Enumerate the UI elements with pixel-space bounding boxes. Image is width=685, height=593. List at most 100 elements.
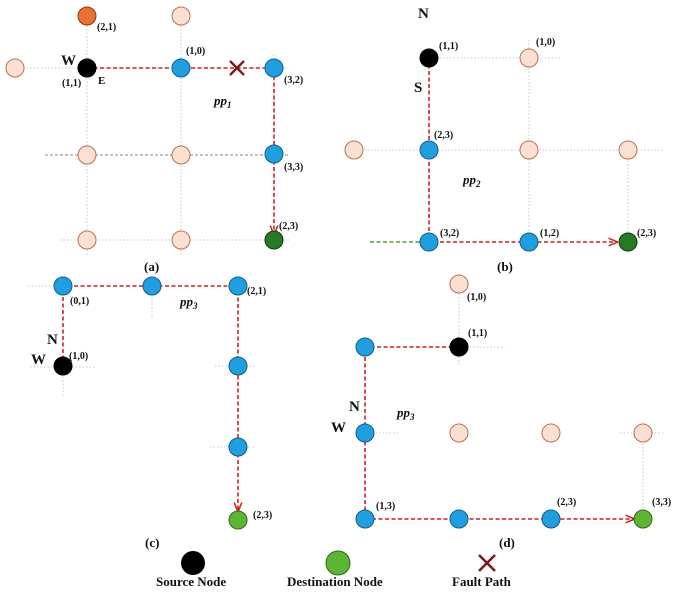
node [344,140,364,160]
node [541,423,561,443]
panel-a-grid [20,15,290,255]
node [77,230,97,250]
direction-north: N [349,399,360,415]
legend-destination-label: Destination Node [287,574,383,589]
path-label: pp2 [462,172,481,189]
node-label: (1,0) [186,46,205,57]
node [5,58,25,78]
node-label: (2,1) [97,22,116,33]
node [228,437,248,457]
source-node [449,337,469,357]
node [519,140,539,160]
destination-node [618,232,638,252]
direction-north: N [418,6,429,22]
node-label: (2,3) [279,221,298,232]
node-label: (1,0) [536,37,555,48]
node-label: (2,3) [637,228,656,239]
destination-node [633,509,653,529]
node [419,232,439,252]
node-label: (1,0) [467,292,486,303]
legend: Source Node Destination Node Fault Path [156,550,512,589]
node [355,337,375,357]
panel-b-nodes [344,48,638,252]
path-label: pp3 [396,405,415,422]
node [171,6,191,26]
panel-a-fault-mark [229,60,245,76]
panel-d-route [364,346,634,519]
direction-west: W [331,420,346,436]
node-label: (1,1) [62,78,81,89]
legend-destination-swatch [325,550,351,576]
node [355,509,375,529]
node [53,276,73,296]
node-label: (1,2) [540,228,559,239]
node [228,276,248,296]
node [449,509,469,529]
panel-c-labels: (0,1) (2,1) (1,0) (2,3) N W pp3 (c) [31,286,272,550]
source-node [53,356,73,376]
node-label: (2,3) [557,497,576,508]
direction-south: S [414,80,422,96]
node-label: (1,3) [376,501,395,512]
node [519,48,539,68]
panel-a: (2,1) (1,1) (1,0) (3,2) (3,3) (2,3) W E … [5,6,303,274]
source-node [419,48,439,68]
direction-west: W [61,53,76,69]
direction-north: N [47,332,58,348]
panel-c-route [62,285,238,511]
node [264,58,284,78]
panel-d-nodes [355,274,653,529]
node [264,144,284,164]
node [142,276,162,296]
node [171,58,191,78]
destination-node [264,230,284,250]
panel-b: (1,1) (1,0) (2,3) (3,2) (1,2) (2,3) N S … [344,6,665,274]
node [541,509,561,529]
panel-caption: (d) [499,535,515,550]
panel-c: (0,1) (2,1) (1,0) (2,3) N W pp3 (c) [28,276,272,550]
source-node [77,58,97,78]
destination-node [228,510,248,530]
legend-fault-label: Fault Path [452,574,512,589]
node [355,423,375,443]
node-label: (3,3) [652,497,671,508]
node [77,145,97,165]
panel-b-labels: (1,1) (1,0) (2,3) (3,2) (1,2) (2,3) N S … [414,6,656,274]
node [77,6,97,26]
node [449,274,469,294]
node-label: (2,1) [247,286,266,297]
node-label: (1,0) [69,351,88,362]
node [419,140,439,160]
node [633,423,653,443]
panel-caption: (b) [497,259,513,274]
node [449,423,469,443]
node [171,230,191,250]
node-label: (3,2) [440,228,459,239]
panel-c-nodes [53,276,248,530]
node-label: (2,3) [434,130,453,141]
node [228,356,248,376]
panel-d-labels: (1,0) (1,1) (1,3) (2,3) (3,3) N W pp3 (d… [331,292,671,550]
node-label: (2,3) [253,510,272,521]
panel-b-grid [350,40,665,245]
panel-a-nodes [5,6,284,250]
node-label: (1,1) [468,328,487,339]
legend-source-swatch [181,551,205,575]
legend-source-label: Source Node [156,574,226,589]
node-label: (3,3) [284,162,303,173]
panel-caption: (a) [144,259,159,274]
panel-d-grid [365,290,665,520]
path-label: pp1 [213,93,232,110]
direction-east: E [98,75,105,87]
legend-fault-icon [478,554,496,572]
node [171,145,191,165]
direction-west: W [31,352,46,368]
panel-a-labels: (2,1) (1,1) (1,0) (3,2) (3,3) (2,3) W E … [61,22,303,274]
node [519,232,539,252]
panel-d: (1,0) (1,1) (1,3) (2,3) (3,3) N W pp3 (d… [331,274,671,550]
node-label: (3,2) [284,75,303,86]
node-label: (1,1) [439,41,458,52]
path-label: pp3 [179,294,198,311]
node [618,140,638,160]
